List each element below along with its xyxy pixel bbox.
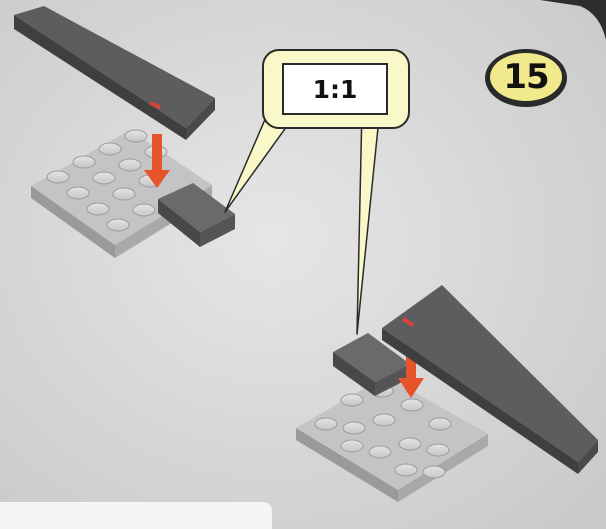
- bottom-panel: [0, 502, 272, 529]
- scale-label: 1:1: [284, 66, 386, 112]
- step-number: 15: [485, 49, 567, 105]
